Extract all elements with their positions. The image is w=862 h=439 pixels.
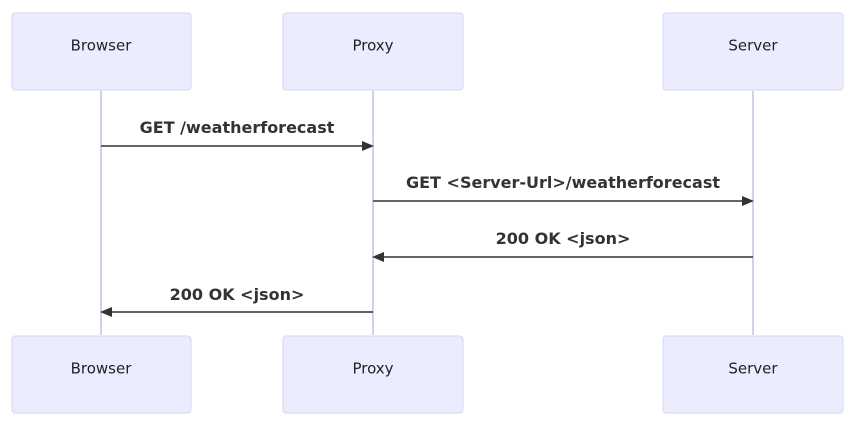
actor-bottom-proxy: Proxy [282, 335, 464, 414]
actor-top-server: Server [662, 12, 844, 91]
message-label: 200 OK <json> [170, 285, 305, 304]
message-4: 200 OK <json> [100, 285, 373, 317]
arrowhead-right-icon [362, 141, 374, 151]
message-label: GET <Server-Url>/weatherforecast [406, 173, 720, 192]
arrowhead-left-icon [372, 252, 384, 262]
actor-box [282, 335, 464, 414]
actor-bottom-browser: Browser [11, 335, 192, 414]
actor-label: Server [728, 37, 778, 55]
actor-bottom-server: Server [662, 335, 844, 414]
actor-box [662, 12, 844, 91]
actor-label: Browser [71, 360, 133, 378]
actor-box [282, 12, 464, 91]
actor-label: Server [728, 360, 778, 378]
message-1: GET /weatherforecast [101, 118, 374, 151]
actor-top-proxy: Proxy [282, 12, 464, 91]
actor-label: Proxy [352, 37, 393, 55]
message-3: 200 OK <json> [372, 229, 753, 262]
arrowhead-left-icon [100, 307, 112, 317]
actor-box [662, 335, 844, 414]
arrowhead-right-icon [742, 196, 754, 206]
actor-box [11, 12, 192, 91]
actor-label: Browser [71, 37, 133, 55]
message-label: GET /weatherforecast [140, 118, 335, 137]
message-2: GET <Server-Url>/weatherforecast [373, 173, 754, 206]
actor-box [11, 335, 192, 414]
actor-top-browser: Browser [11, 12, 192, 91]
message-label: 200 OK <json> [496, 229, 631, 248]
actor-label: Proxy [352, 360, 393, 378]
